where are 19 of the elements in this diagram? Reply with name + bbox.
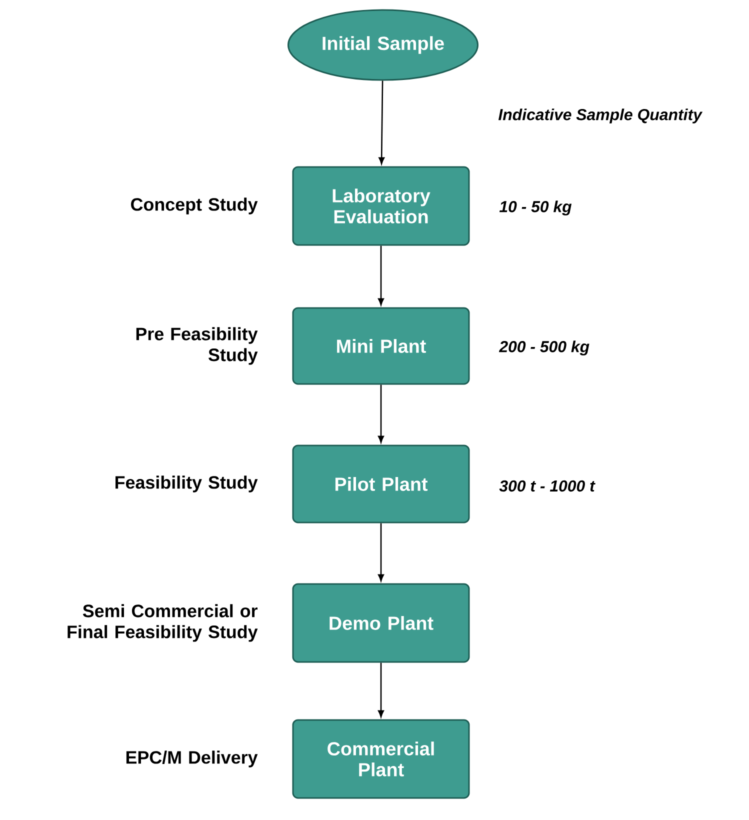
quantity-label: 200 - 500 kg [498, 340, 590, 356]
process-box: Demo Plant [292, 583, 470, 663]
process-box: Laboratory Evaluation [292, 166, 470, 246]
arrow [378, 384, 384, 443]
process-box: Pilot Plant [292, 444, 470, 524]
stage-label: Pre Feasibility Study [136, 327, 258, 365]
arrow [378, 523, 384, 582]
stage-label: EPC/M Delivery [126, 750, 258, 768]
column-heading: Indicative Sample Quantity [498, 108, 703, 124]
process-box: Mini Plant [292, 307, 470, 385]
arrow [378, 80, 385, 164]
quantity-label: 300 t - 1000 t [499, 480, 596, 492]
process-box: Commercial Plant [292, 719, 470, 799]
arrow [378, 662, 384, 718]
arrow [378, 246, 384, 306]
stage-label: Concept Study [131, 198, 258, 214]
quantity-label: 10 - 50 kg [499, 200, 572, 216]
stage-label: Semi Commercial or Final Feasibility Study [68, 604, 258, 642]
stage-label: Feasibility Study [116, 476, 258, 492]
